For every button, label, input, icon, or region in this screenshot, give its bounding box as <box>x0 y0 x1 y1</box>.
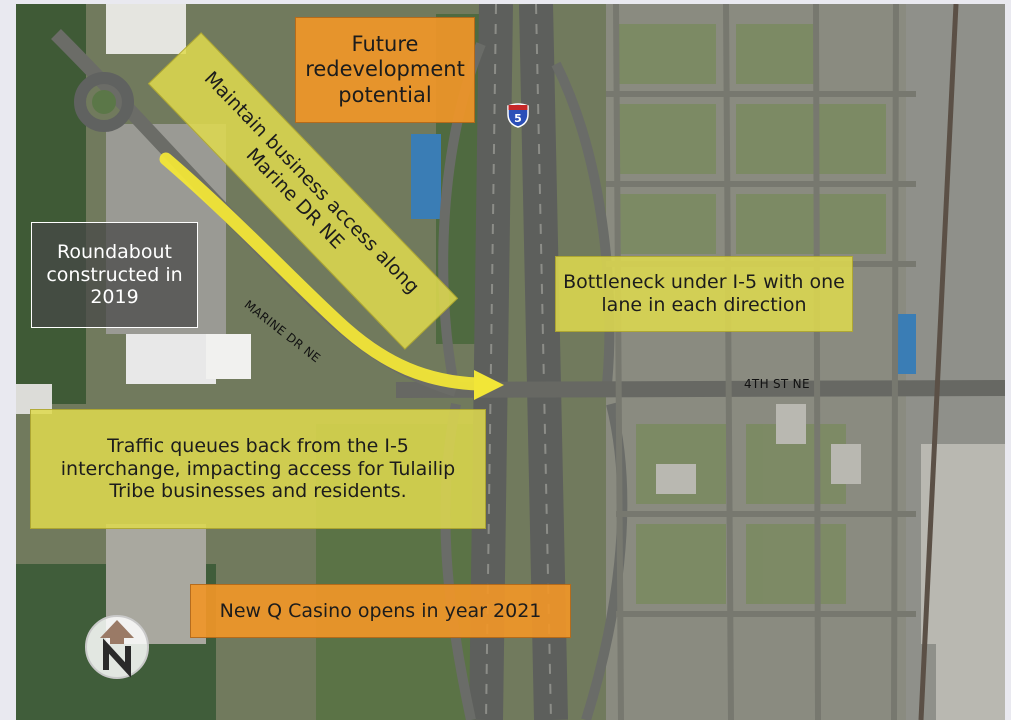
casino-callout: New Q Casino opens in year 2021 <box>190 584 571 638</box>
aerial-map[interactable]: Future redevelopment potential Maintain … <box>16 4 1005 720</box>
roundabout-callout: Roundabout constructed in 2019 <box>31 222 198 328</box>
fourth-st-label: 4TH ST NE <box>744 377 810 391</box>
traffic-queues-callout: Traffic queues back from the I-5 interch… <box>30 409 486 529</box>
north-arrow-icon <box>84 614 150 680</box>
future-redevelopment-callout: Future redevelopment potential <box>295 17 475 123</box>
shield-number: 5 <box>514 112 522 125</box>
bottleneck-callout: Bottleneck under I-5 with one lane in ea… <box>555 256 853 332</box>
interstate-shield-icon: 5 <box>506 102 530 128</box>
